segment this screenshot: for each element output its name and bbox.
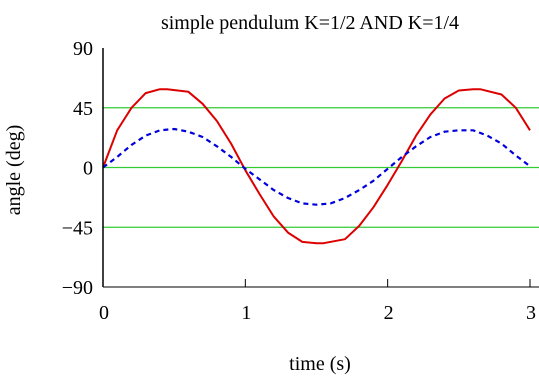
grid-lines [103,107,539,228]
series-lines [102,88,531,245]
series-line-solid-red [102,88,531,245]
y-axis-label: angle (deg) [3,125,25,216]
chart-title: simple pendulum K=1/2 AND K=1/4 [161,12,459,34]
series-line-dashed-blue [102,127,531,206]
y-tick-label: −45 [62,217,93,239]
y-tick-label: 90 [73,38,93,60]
x-axis-label: time (s) [289,353,351,375]
x-tick-label: 0 [99,302,109,324]
y-tick-label: 0 [83,158,93,180]
tick-labels: 90 45 0 −45 −90 0 1 2 3 [62,38,536,324]
y-tick-label: −90 [62,277,93,299]
y-tick-label: 45 [73,98,93,120]
x-tick-label: 3 [526,302,536,324]
x-tick-label: 2 [384,302,394,324]
x-tick-label: 1 [241,302,251,324]
